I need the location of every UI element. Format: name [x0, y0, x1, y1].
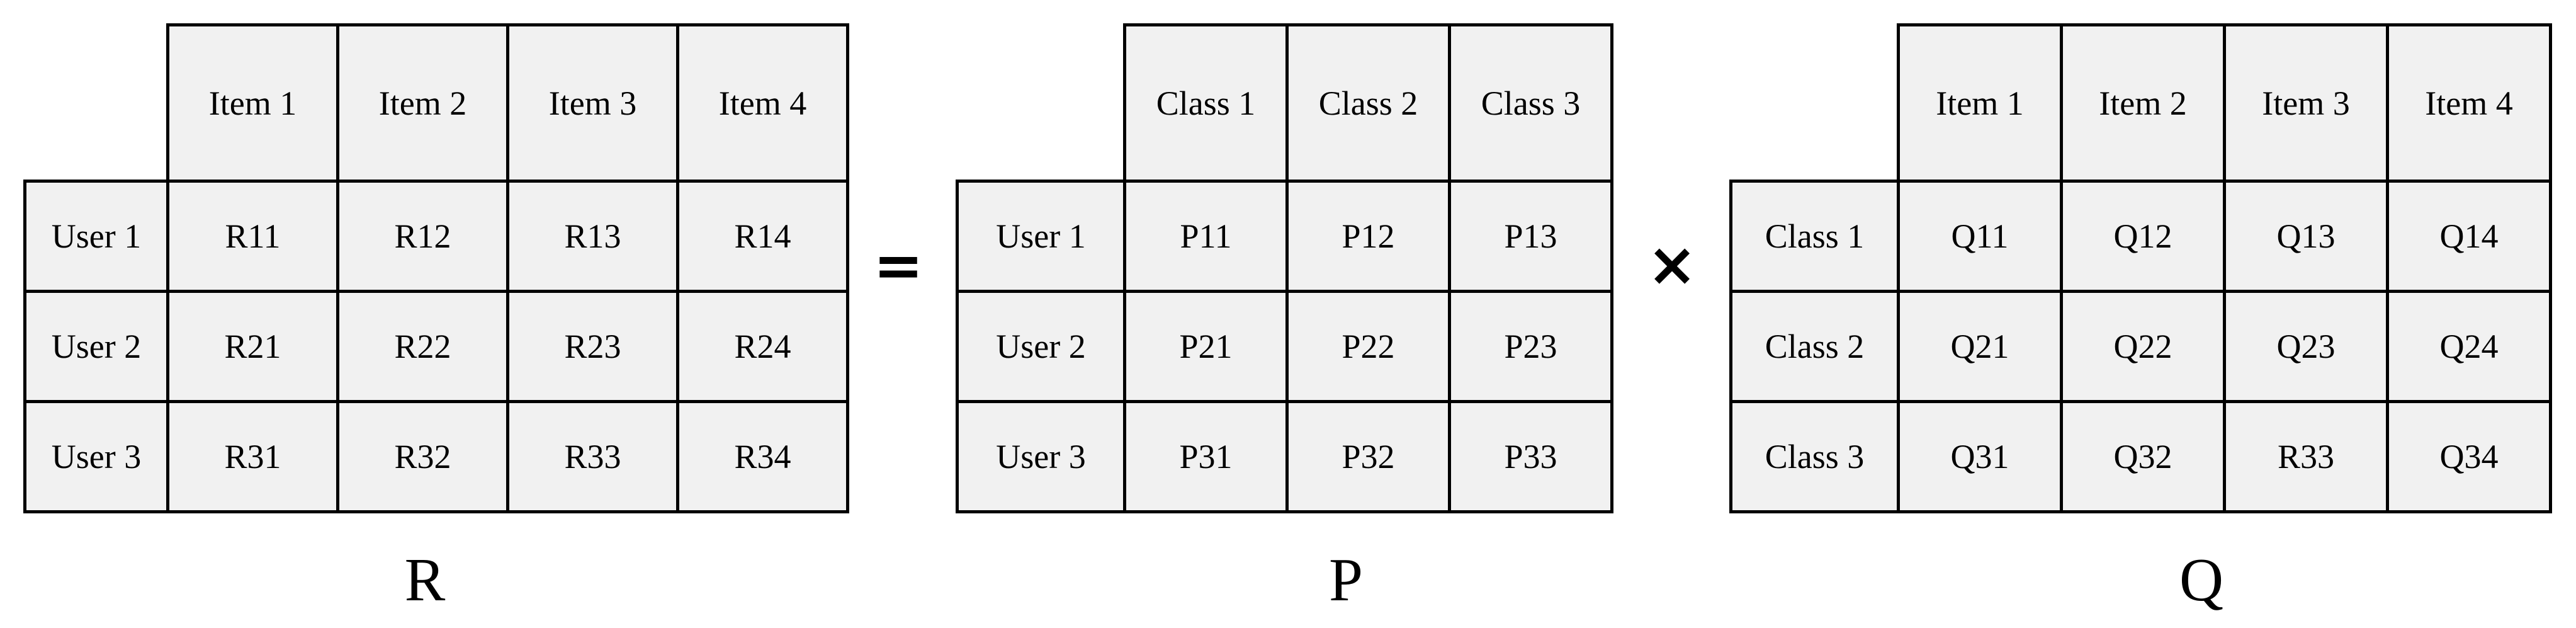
matrix-cell: P32 [1285, 400, 1451, 513]
matrix-cell: Q34 [2386, 400, 2552, 513]
corner-spacer-R [25, 25, 168, 181]
row-header-cell: User 2 [23, 290, 169, 403]
col-header-cell: Item 1 [166, 23, 339, 183]
col-header-cell: Class 3 [1448, 23, 1613, 183]
matrix-cell: P13 [1448, 180, 1613, 293]
matrix-cell: R14 [676, 180, 849, 293]
matrix-cell: R33 [506, 400, 679, 513]
row-header-cell: User 2 [956, 290, 1126, 403]
corner-spacer-Q [1731, 25, 1899, 181]
matrix-cell: P31 [1123, 400, 1289, 513]
matrix-cell: R21 [166, 290, 339, 403]
matrix-label-P: P [1329, 546, 1363, 614]
matrix-cell: R12 [336, 180, 509, 293]
row-header-cell: User 1 [956, 180, 1126, 293]
matrix-cell: P33 [1448, 400, 1613, 513]
matrix-cell: R22 [336, 290, 509, 403]
matrix-cell: Q23 [2223, 290, 2389, 403]
row-header-cell: User 3 [956, 400, 1126, 513]
row-header-cell: Class 1 [1729, 180, 1900, 293]
matrix-cell: Q12 [2060, 180, 2226, 293]
matrix-cell: R32 [336, 400, 509, 513]
matrix-cell: Q24 [2386, 290, 2552, 403]
matrix-cell: R23 [506, 290, 679, 403]
col-header-cell: Item 2 [2060, 23, 2226, 183]
equals-operator: = [873, 231, 924, 301]
row-header-cell: User 3 [23, 400, 169, 513]
matrix-cell: R31 [166, 400, 339, 513]
matrix-cell: R24 [676, 290, 849, 403]
row-header-cell: Class 3 [1729, 400, 1900, 513]
matrix-cell: Q31 [1897, 400, 2063, 513]
matrix-cell: R33 [2223, 400, 2389, 513]
matrix-cell: P12 [1285, 180, 1451, 293]
col-header-cell: Item 1 [1897, 23, 2063, 183]
col-header-cell: Item 4 [676, 23, 849, 183]
matrix-cell: P22 [1285, 290, 1451, 403]
col-header-cell: Item 2 [336, 23, 509, 183]
col-header-cell: Item 3 [2223, 23, 2389, 183]
matrix-cell: R13 [506, 180, 679, 293]
matrix-cell: Q22 [2060, 290, 2226, 403]
matrix-cell: R11 [166, 180, 339, 293]
matrix-cell: Q21 [1897, 290, 2063, 403]
col-header-cell: Class 1 [1123, 23, 1289, 183]
matrix-label-Q: Q [2179, 546, 2224, 614]
col-header-cell: Class 2 [1285, 23, 1451, 183]
matrix-cell: P21 [1123, 290, 1289, 403]
col-header-cell: Item 4 [2386, 23, 2552, 183]
matrix-cell: Q13 [2223, 180, 2389, 293]
times-operator: × [1647, 230, 1697, 300]
matrix-cell: P11 [1123, 180, 1289, 293]
matrix-cell: Q32 [2060, 400, 2226, 513]
matrix-cell: R34 [676, 400, 849, 513]
row-header-cell: Class 2 [1729, 290, 1900, 403]
matrix-cell: Q11 [1897, 180, 2063, 293]
matrix-cell: P23 [1448, 290, 1613, 403]
matrix-cell: Q14 [2386, 180, 2552, 293]
row-header-cell: User 1 [23, 180, 169, 293]
matrix-label-R: R [404, 546, 446, 614]
col-header-cell: Item 3 [506, 23, 679, 183]
corner-spacer-P [958, 25, 1125, 181]
